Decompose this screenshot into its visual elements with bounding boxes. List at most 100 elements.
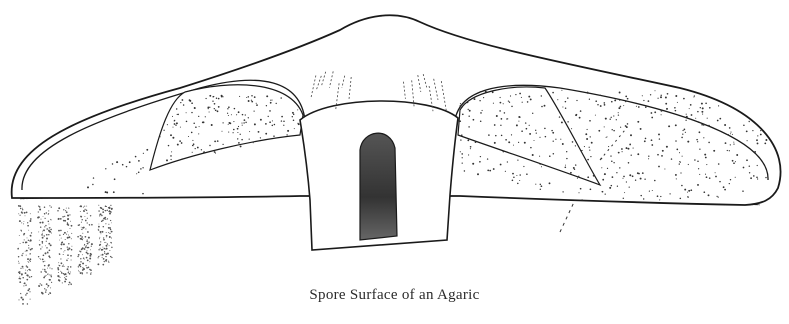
stipple-dot bbox=[459, 120, 461, 122]
spore-dot bbox=[88, 237, 90, 239]
stipple-dot bbox=[549, 155, 551, 157]
stipple-dot bbox=[746, 130, 748, 132]
spore-dot bbox=[43, 229, 45, 231]
stipple-dot bbox=[260, 137, 261, 138]
stipple-dot bbox=[709, 107, 711, 109]
stipple-dot bbox=[625, 96, 627, 98]
stipple-dot bbox=[668, 125, 670, 127]
stipple-dot bbox=[516, 175, 517, 176]
stipple-dot bbox=[460, 139, 461, 140]
spore-dot bbox=[19, 220, 21, 222]
stipple-dot bbox=[87, 186, 89, 188]
stipple-dot bbox=[645, 138, 647, 140]
spore-dot bbox=[66, 259, 67, 260]
stipple-dot bbox=[480, 112, 482, 114]
spore-dot bbox=[26, 212, 28, 214]
spore-dot bbox=[40, 271, 41, 272]
stipple-dot bbox=[629, 143, 630, 144]
stipple-dot bbox=[666, 146, 668, 148]
spore-dot bbox=[30, 249, 32, 251]
stipple-dot bbox=[228, 124, 229, 125]
spore-dot bbox=[23, 268, 24, 269]
spore-dot bbox=[111, 237, 112, 238]
spore-dot bbox=[68, 258, 69, 259]
spore-dot bbox=[105, 256, 106, 257]
stipple-dot bbox=[170, 159, 171, 160]
stipple-dot bbox=[756, 139, 758, 141]
stipple-dot bbox=[221, 131, 222, 132]
stipple-dot bbox=[760, 130, 761, 131]
spore-dot bbox=[67, 223, 68, 224]
spore-dot bbox=[40, 283, 41, 284]
spore-dot bbox=[48, 214, 49, 215]
spore-dot bbox=[22, 242, 23, 243]
spore-dot bbox=[39, 222, 41, 224]
stipple-dot bbox=[704, 154, 706, 156]
stipple-dot bbox=[172, 127, 173, 128]
spore-dot bbox=[99, 224, 100, 225]
stipple-dot bbox=[251, 101, 253, 103]
spore-dot bbox=[69, 248, 71, 250]
stipple-dot bbox=[251, 95, 253, 97]
stipple-dot bbox=[765, 139, 767, 141]
stipple-dot bbox=[274, 124, 276, 126]
spore-dot bbox=[86, 206, 87, 207]
spore-dot bbox=[91, 224, 93, 226]
stipple-dot bbox=[105, 191, 107, 193]
stipple-dot bbox=[518, 116, 520, 118]
spore-dot bbox=[48, 234, 49, 235]
stipple-dot bbox=[292, 116, 293, 117]
spore-dot bbox=[89, 224, 90, 225]
stipple-dot bbox=[697, 161, 699, 163]
spore-dot bbox=[22, 209, 23, 210]
stipple-dot bbox=[189, 100, 191, 102]
stipple-dot bbox=[619, 167, 620, 168]
spore-dot bbox=[44, 265, 46, 267]
stipple-dot bbox=[507, 161, 508, 162]
stipple-dot bbox=[709, 177, 711, 179]
spore-dot bbox=[40, 248, 41, 249]
stipple-dot bbox=[237, 132, 238, 133]
spore-dot bbox=[97, 263, 99, 265]
spore-dot bbox=[28, 262, 29, 263]
spore-dot bbox=[105, 206, 107, 208]
stipple-dot bbox=[475, 141, 477, 143]
stipple-dot bbox=[256, 103, 257, 104]
spore-dot bbox=[88, 241, 89, 242]
spore-dot bbox=[25, 251, 26, 252]
spore-dot bbox=[67, 254, 69, 256]
stipple-dot bbox=[687, 192, 688, 193]
stipple-dot bbox=[183, 104, 185, 106]
spore-dot bbox=[42, 247, 43, 248]
stipple-dot bbox=[623, 198, 624, 199]
stipple-dot bbox=[697, 184, 699, 186]
spore-dot bbox=[58, 262, 59, 263]
stipple-dot bbox=[509, 102, 510, 103]
stipple-dot bbox=[205, 116, 206, 117]
stipple-dot bbox=[269, 121, 271, 123]
stipple-dot bbox=[228, 106, 230, 108]
stipple-dot bbox=[249, 131, 250, 132]
stipple-dot bbox=[93, 177, 94, 178]
spore-dot bbox=[48, 210, 49, 211]
stipple-dot bbox=[229, 122, 231, 124]
spore-dot bbox=[109, 233, 110, 234]
stipple-dot bbox=[612, 176, 614, 178]
spore-dot bbox=[27, 275, 29, 277]
spore-dot bbox=[42, 233, 43, 234]
spore-dot bbox=[80, 272, 81, 273]
stipple-dot bbox=[487, 170, 489, 172]
stipple-dot bbox=[625, 101, 626, 102]
stipple-dot bbox=[677, 102, 678, 103]
stipple-dot bbox=[142, 167, 143, 168]
stipple-dot bbox=[581, 199, 582, 200]
spore-dot bbox=[64, 232, 66, 234]
stipple-dot bbox=[522, 102, 523, 103]
spore-dot bbox=[42, 259, 44, 261]
stipple-dot bbox=[697, 111, 699, 113]
spore-dot bbox=[45, 245, 46, 246]
spore-dot bbox=[49, 227, 50, 228]
spore-dot bbox=[61, 262, 63, 264]
stipple-dot bbox=[618, 114, 619, 115]
